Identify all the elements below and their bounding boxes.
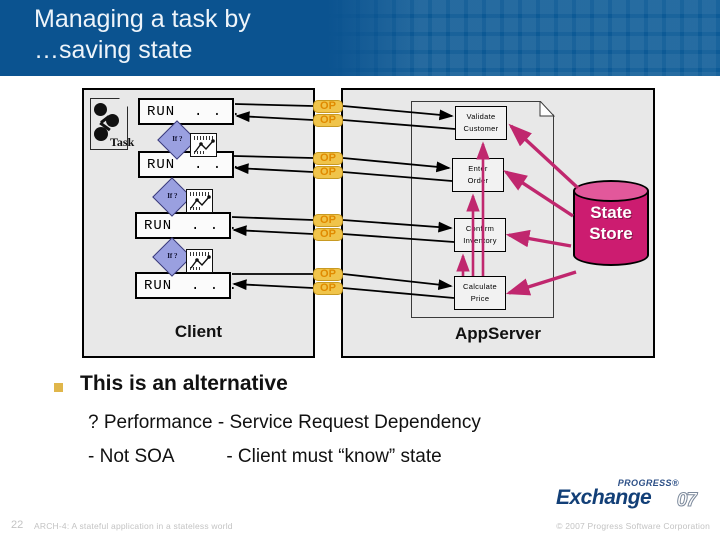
footer-subject: ARCH-4: A stateful application in a stat… [34,521,233,531]
bullet-main-text: This is an alternative [80,372,288,395]
op-bar[interactable]: OP [313,100,343,113]
state-store-line-1: State [590,203,632,222]
op-bar[interactable]: OP [313,114,343,127]
slide-header: Managing a task by …saving state [0,0,720,76]
run-step-box[interactable]: RUN . . . [138,151,240,178]
page-title: Managing a task by …saving state [34,5,251,64]
service-line-2: Customer [463,124,499,133]
run-step-box[interactable]: RUN . . . [135,272,237,299]
service-line-1: Validate [466,112,496,121]
op-bar[interactable]: OP [313,152,343,165]
service-line-2: Order [467,176,489,185]
service-box[interactable]: Confirm Inventory [454,218,506,252]
task-label: Task [110,135,135,149]
bullet-sub-text: ? Performance - Service Request Dependen… [88,412,481,433]
bullet-sub-text: - Not SOA - Client must “know” state [88,446,442,467]
service-line-1: Confirm [465,224,495,233]
service-line-1: Calculate [463,282,497,291]
progress-exchange-logo: PROGRESS® Exchange 07 [556,478,698,512]
chart-thumbnail-icon [190,133,217,157]
service-box[interactable]: Enter Order [452,158,504,192]
op-bar[interactable]: OP [313,268,343,281]
logo-exchange-text: Exchange [556,486,652,509]
footer-copyright: © 2007 Progress Software Corporation [556,521,710,531]
architecture-diagram: Client AppServer Task RUN . . . RUN . . … [0,76,720,366]
service-line-2: Price [470,294,490,303]
service-box[interactable]: Validate Customer [455,106,507,140]
cylinder-top [573,180,649,202]
client-panel-label: Client [174,322,223,341]
op-bar[interactable]: OP [313,228,343,241]
chart-thumbnail-icon [186,189,213,213]
decision-label: If ? [172,135,183,144]
run-step-box[interactable]: RUN . . . [135,212,237,239]
state-store-label: State Store [573,202,649,244]
footer-page-number: 22 [11,519,24,531]
logo-year-text: 07 [676,490,697,512]
service-line-1: Enter [468,164,488,173]
state-store-line-2: Store [589,224,633,243]
op-bar[interactable]: OP [313,166,343,179]
document-fold-corner-icon [539,101,555,117]
decision-label: If ? [167,192,178,201]
service-line-2: Inventory [463,236,497,245]
bullet-marker-icon [54,383,63,392]
logo-progress-text: PROGRESS® [617,478,679,488]
state-store-cylinder[interactable]: State Store [573,180,649,266]
decision-label: If ? [167,252,178,261]
service-box[interactable]: Calculate Price [454,276,506,310]
chart-thumbnail-icon [186,249,213,273]
task-document-icon [90,98,128,150]
op-bar[interactable]: OP [313,282,343,295]
header-pattern-mask [0,0,420,76]
gear-icon [94,127,108,141]
run-step-box[interactable]: RUN . . . [138,98,240,125]
op-bar[interactable]: OP [313,214,343,227]
gear-icon [106,114,119,127]
server-panel-label: AppServer [455,324,541,343]
gear-icon [94,103,107,116]
